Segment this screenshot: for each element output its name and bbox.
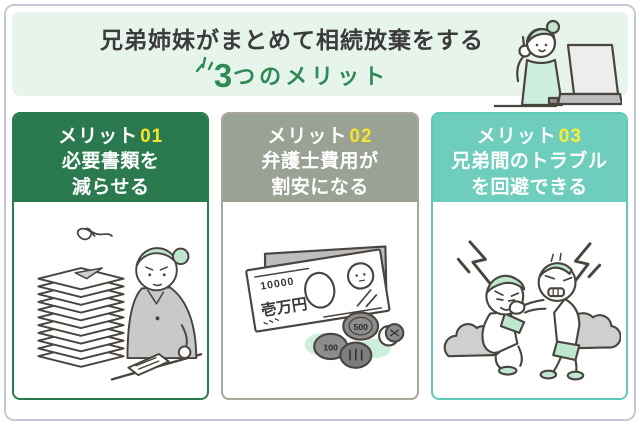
coin-500-text: 500 xyxy=(353,322,368,332)
merit-count-suffix: つのメリット xyxy=(233,64,390,89)
banknotes-and-coins-illustration: 10000 壱万円 500 100 xyxy=(245,245,405,369)
merit-label: メリット xyxy=(476,126,557,147)
header-banner: 兄弟姉妹がまとめて相続放棄をする 3つのメリット xyxy=(12,12,628,108)
woman-with-paper-stack-illustration xyxy=(37,227,202,381)
merit-title-line: 兄弟間のトラブル xyxy=(451,151,608,172)
merit-title-line: を回避できる xyxy=(471,176,588,198)
merit-title-line: 弁護士費用が xyxy=(261,151,379,172)
siblings-fighting-illustration xyxy=(444,240,622,381)
merit-label: メリット xyxy=(267,126,348,147)
merit-number: 02 xyxy=(349,126,373,147)
banknote-value-text: 10000 xyxy=(259,275,295,292)
merit-title-line: 割安になる xyxy=(271,176,369,198)
coin-100-text: 100 xyxy=(323,342,338,352)
merit-label: メリット xyxy=(58,126,139,147)
merit-number: 01 xyxy=(140,126,164,147)
merit-card-03-body xyxy=(433,202,626,396)
main-title: 兄弟姉妹がまとめて相続放棄をする xyxy=(100,27,484,53)
merit-card-02-body: 10000 壱万円 500 100 xyxy=(223,202,416,396)
merit-card-01-body xyxy=(14,202,207,396)
emphasis-sparkle-icon xyxy=(195,56,214,73)
merit-title-line: 減らせる xyxy=(71,176,150,198)
merit-number: 03 xyxy=(558,126,582,147)
woman-with-laptop-illustration xyxy=(494,19,622,108)
subtitle: 3つのメリット xyxy=(12,55,628,95)
merit-count: 3 xyxy=(213,57,234,94)
merit-title-line: 必要書類を xyxy=(61,151,160,172)
